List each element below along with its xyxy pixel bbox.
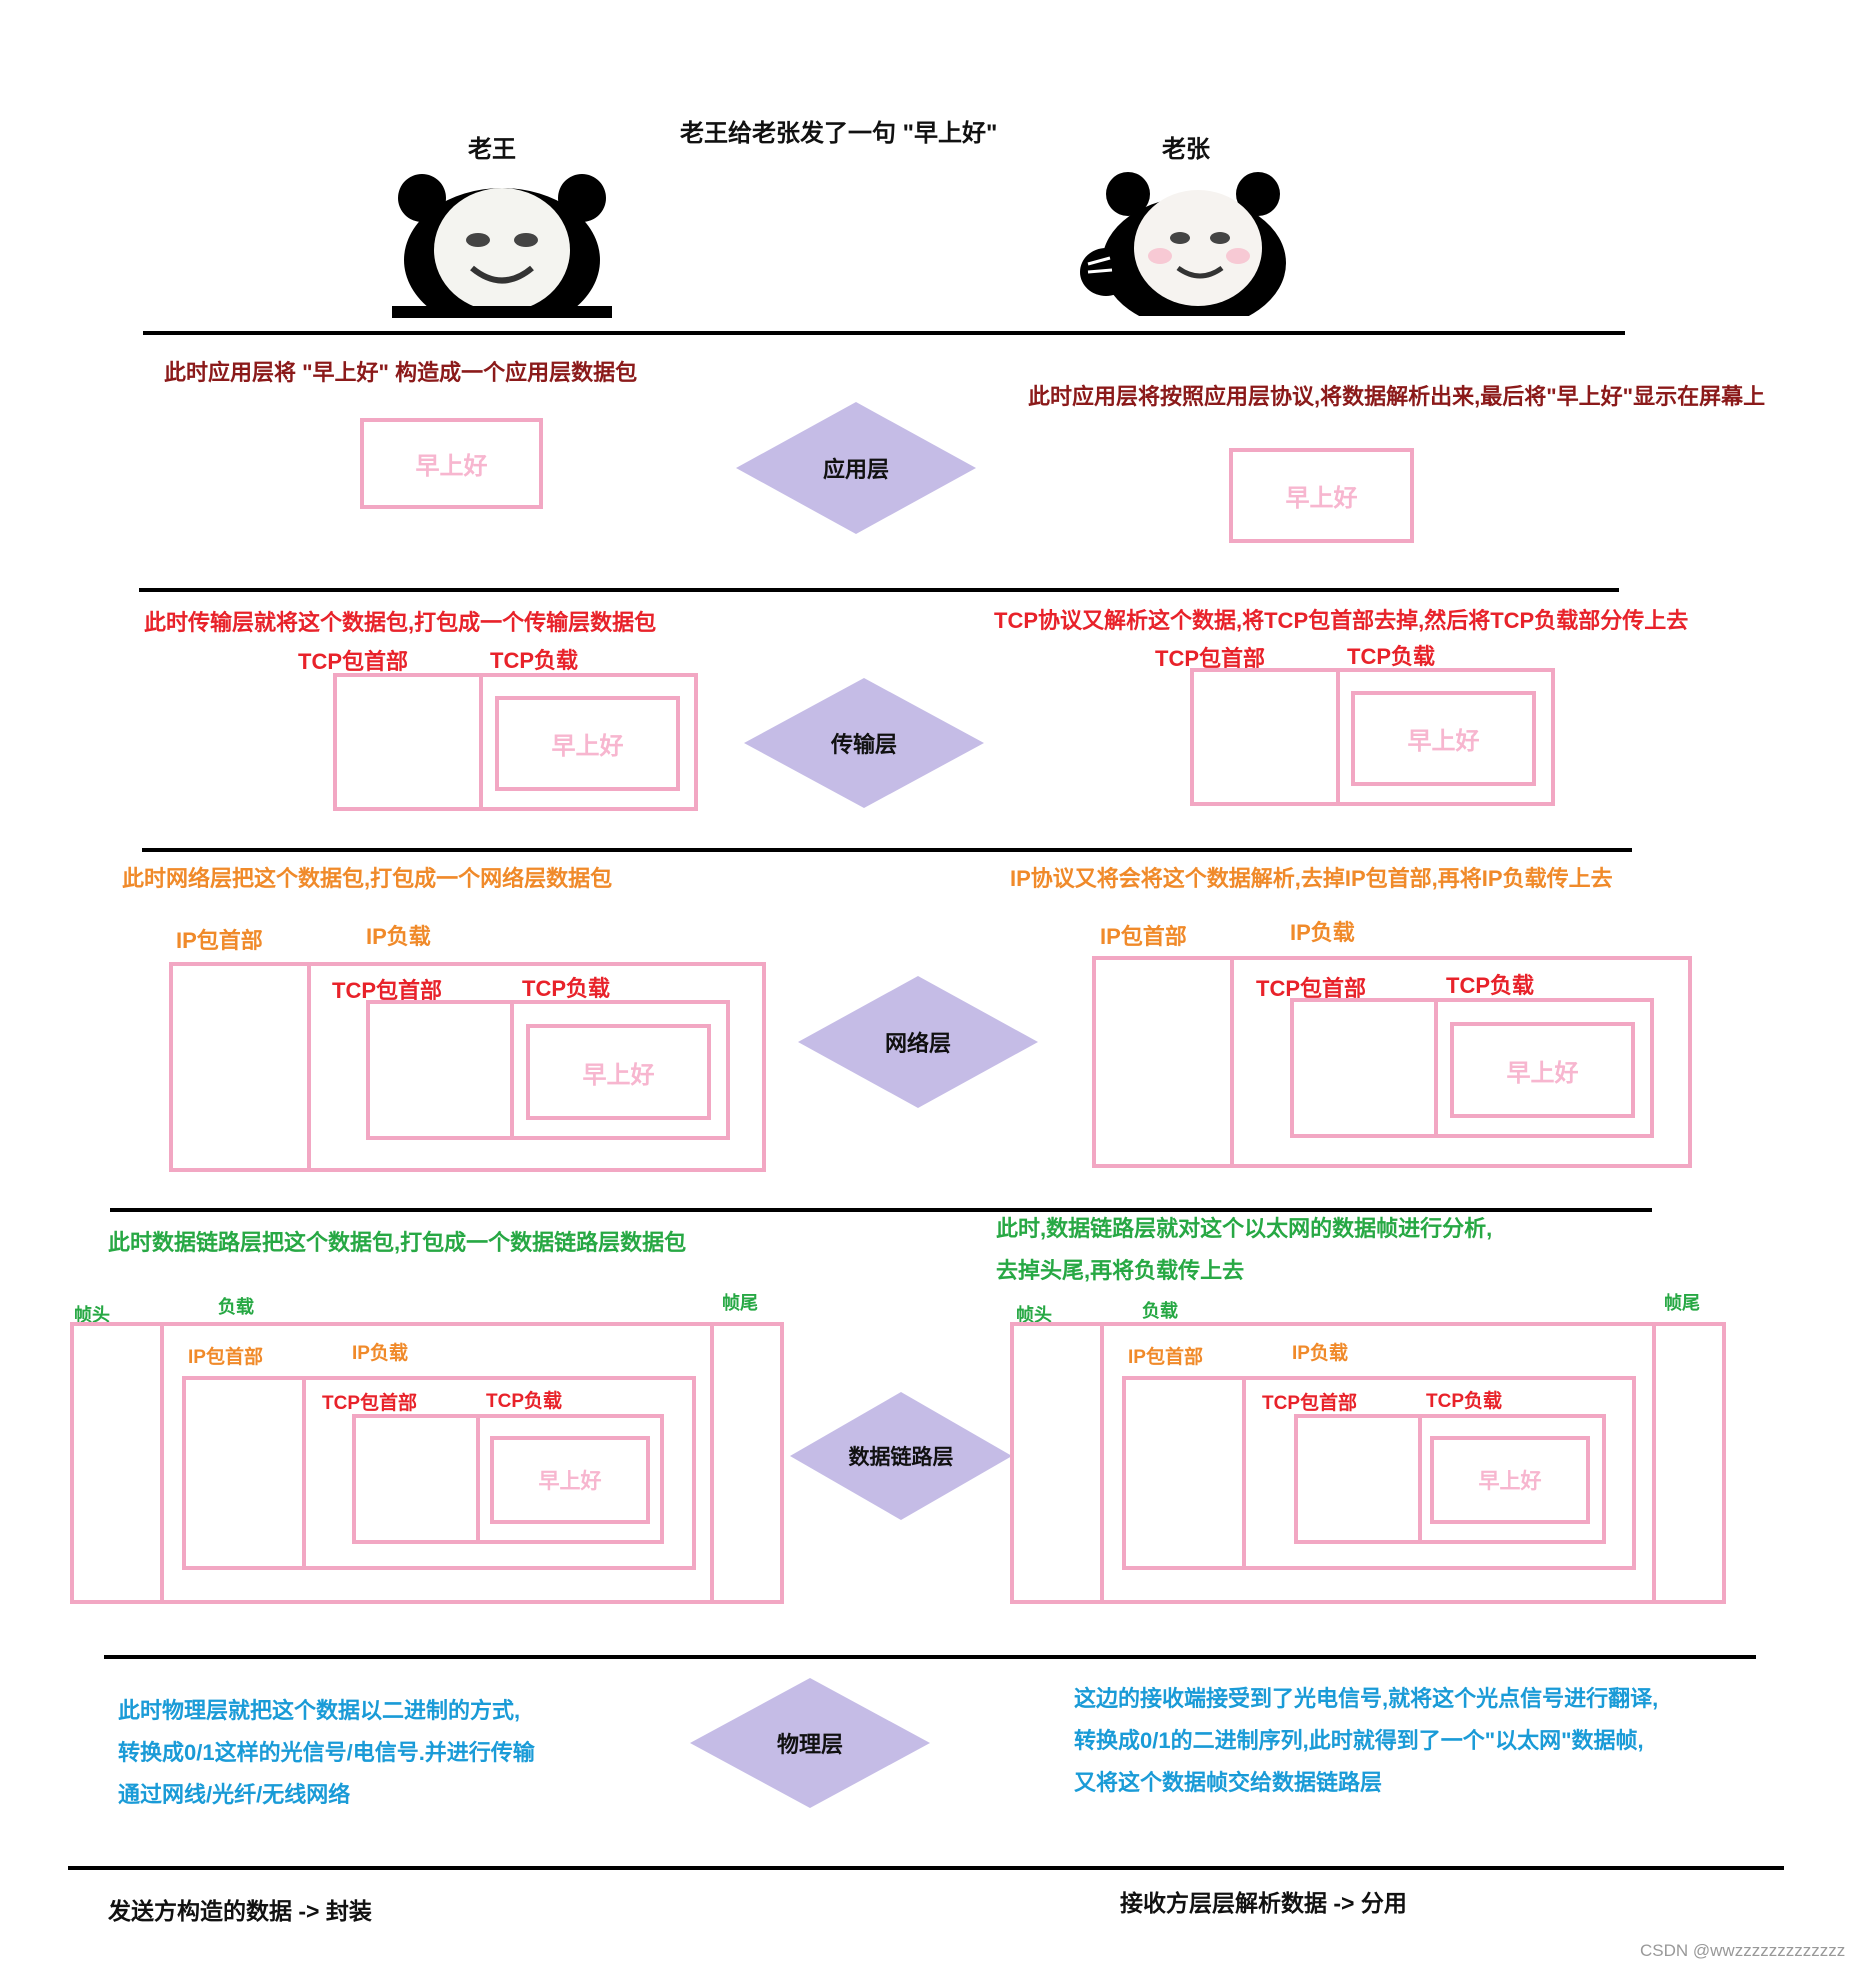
tcp-payload-label: TCP负载 [1426, 1391, 1503, 1412]
frame-head-box [1010, 1322, 1104, 1604]
watermark: CSDN @wwzzzzzzzzzzzzz [1640, 1941, 1846, 1960]
tcp-payload-label: TCP负载 [1446, 973, 1535, 998]
tcp-payload-box: 早上好 [1351, 691, 1536, 786]
receiver-note-datalink-line2: 去掉头尾,再将负载传上去 [996, 1258, 1245, 1283]
sender-note-application: 此时应用层将 "早上好" 构造成一个应用层数据包 [164, 360, 638, 385]
tcp-payload-box: 早上好 [1430, 1436, 1590, 1524]
sender-note-physical-line1: 此时物理层就把这个数据以二进制的方式, [118, 1698, 521, 1723]
tcp-header-box [1190, 668, 1340, 806]
receiver-payload-box: 早上好 [1229, 448, 1414, 543]
demultiplexing-caption: 接收方层层解析数据 -> 分用 [1120, 1890, 1407, 1916]
frame-tail-box [1652, 1322, 1726, 1604]
layer-label: 网络层 [884, 1031, 951, 1056]
transport-layer-diamond: 传输层 [744, 678, 984, 808]
sender-note-network: 此时网络层把这个数据包,打包成一个网络层数据包 [122, 866, 613, 891]
frame-tail-box [710, 1322, 784, 1604]
sender-note-physical-line2: 转换成0/1这样的光信号/电信号.并进行传输 [118, 1740, 535, 1765]
tcp-payload-box: 早上好 [490, 1436, 650, 1524]
tcp-header-box [352, 1414, 480, 1544]
page-title: 老王给老张发了一句 "早上好" [680, 120, 998, 147]
layer-label: 传输层 [830, 732, 897, 757]
tcp-payload-box: 早上好 [1450, 1022, 1635, 1118]
sender-payload-box: 早上好 [360, 418, 543, 509]
receiver-note-datalink-line1: 此时,数据链路层就对这个以太网的数据帧进行分析, [996, 1216, 1493, 1241]
frame-payload-label: 负载 [218, 1297, 254, 1317]
panda-meme-face-icon [392, 168, 612, 318]
tcp-payload-label: TCP负载 [1347, 644, 1436, 669]
tcp-header-box [366, 1000, 514, 1140]
receiver-name: 老张 [1162, 136, 1210, 163]
layer-label: 数据链路层 [848, 1446, 954, 1469]
divider [143, 331, 1625, 335]
divider [110, 1208, 1652, 1212]
frame-tail-label: 帧尾 [1664, 1293, 1700, 1313]
frame-payload-label: 负载 [1142, 1301, 1178, 1321]
tcp-payload-label: TCP负载 [486, 1391, 563, 1412]
tcp-payload-box: 早上好 [526, 1024, 711, 1120]
receiver-note-transport: TCP协议又解析这个数据,将TCP包首部去掉,然后将TCP负载部分传上去 [994, 608, 1689, 633]
ip-payload-label: IP负载 [352, 1343, 408, 1364]
ip-header-label: IP包首部 [188, 1347, 263, 1368]
ip-header-box [169, 962, 311, 1172]
sender-note-transport: 此时传输层就将这个数据包,打包成一个传输层数据包 [144, 610, 657, 635]
network-layer-diamond: 网络层 [798, 976, 1038, 1108]
encapsulation-caption: 发送方构造的数据 -> 封装 [108, 1898, 372, 1924]
sender-note-physical-line3: 通过网线/光纤/无线网络 [118, 1782, 351, 1807]
datalink-layer-diamond: 数据链路层 [790, 1392, 1012, 1520]
frame-tail-label: 帧尾 [722, 1293, 758, 1313]
ip-header-box [1122, 1376, 1246, 1570]
ip-header-box [182, 1376, 306, 1570]
sender-name: 老王 [468, 136, 516, 163]
receiver-note-physical-line3: 又将这个数据帧交给数据链路层 [1074, 1770, 1383, 1795]
tcp-payload-label: TCP负载 [490, 648, 579, 673]
tcp-header-label: TCP包首部 [1262, 1393, 1358, 1414]
panda-meme-face-icon [1076, 168, 1291, 316]
ip-payload-label: IP负载 [1290, 920, 1355, 945]
receiver-note-network: IP协议又将会将这个数据解析,去掉IP包首部,再将IP负载传上去 [1010, 866, 1613, 891]
ip-header-box [1092, 956, 1234, 1168]
ip-header-label: IP包首部 [176, 928, 263, 953]
tcp-header-box [1290, 998, 1438, 1138]
tcp-payload-box: 早上好 [495, 696, 680, 791]
ip-payload-label: IP负载 [366, 924, 431, 949]
ip-payload-label: IP负载 [1292, 1343, 1348, 1364]
receiver-note-physical-line2: 转换成0/1的二进制序列,此时就得到了一个"以太网"数据帧, [1074, 1728, 1644, 1753]
tcp-header-label: TCP包首部 [1155, 646, 1266, 671]
divider [142, 848, 1632, 852]
physical-layer-diamond: 物理层 [690, 1678, 930, 1808]
tcp-header-label: TCP包首部 [322, 1393, 418, 1414]
divider [104, 1655, 1756, 1659]
receiver-note-physical-line1: 这边的接收端接受到了光电信号,就将这个光点信号进行翻译, [1074, 1686, 1659, 1711]
tcp-header-label: TCP包首部 [332, 978, 443, 1003]
application-layer-diamond: 应用层 [736, 402, 976, 534]
tcp-header-box [1294, 1414, 1422, 1544]
frame-head-box [70, 1322, 164, 1604]
sender-note-datalink: 此时数据链路层把这个数据包,打包成一个数据链路层数据包 [108, 1230, 687, 1255]
divider [68, 1866, 1784, 1870]
divider [139, 588, 1619, 592]
receiver-note-application: 此时应用层将按照应用层协议,将数据解析出来,最后将"早上好"显示在屏幕上 [1028, 384, 1766, 409]
tcp-payload-label: TCP负载 [522, 976, 611, 1001]
layer-label: 应用层 [822, 457, 889, 482]
ip-header-label: IP包首部 [1128, 1347, 1203, 1368]
tcp-header-box [333, 673, 483, 811]
layer-label: 物理层 [776, 1732, 843, 1757]
tcp-header-label: TCP包首部 [1256, 976, 1367, 1001]
frame-head-label: 帧头 [1016, 1305, 1052, 1325]
ip-header-label: IP包首部 [1100, 924, 1187, 949]
frame-head-label: 帧头 [74, 1305, 110, 1325]
tcp-header-label: TCP包首部 [298, 649, 409, 674]
